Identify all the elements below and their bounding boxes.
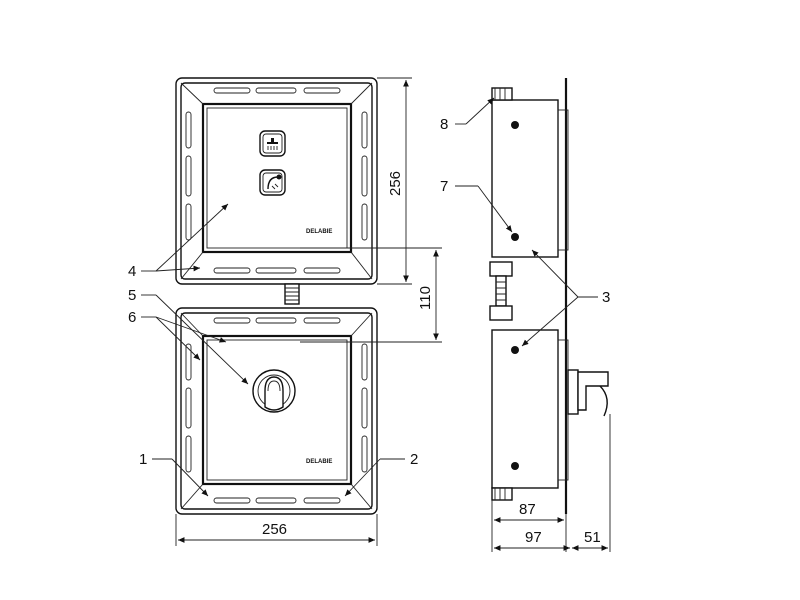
top-frame-slots (185, 87, 368, 274)
callout-3-label: 3 (602, 289, 610, 306)
callout-5-label: 5 (128, 287, 136, 304)
bottom-frame-slots (185, 317, 368, 504)
side-connector (489, 261, 513, 321)
top-front-box: DELABIE (175, 77, 378, 285)
front-connector (284, 283, 300, 305)
brand-logo-text: DELABIE (306, 229, 332, 235)
dimension-depth-87-label: 87 (519, 501, 536, 518)
brand-mark-bottom: DELABIE (306, 459, 332, 465)
brand-logo-text: DELABIE (306, 459, 332, 465)
callout-7: 7 (440, 178, 513, 233)
dimension-depth-97: 97 (494, 529, 570, 551)
callout-4-label: 4 (128, 263, 136, 280)
callout-6: 6 (128, 309, 227, 361)
rotary-handle-icon[interactable] (252, 369, 296, 413)
dimension-gap: 110 (300, 247, 442, 343)
callout-5: 5 (128, 287, 249, 385)
side-handle (567, 369, 609, 417)
callout-6-label: 6 (128, 309, 136, 326)
callout-2-label: 2 (410, 451, 418, 468)
dimension-width: 256 (175, 514, 378, 546)
callout-3: 3 (521, 249, 610, 347)
shower-pictogram-icon[interactable] (259, 130, 286, 157)
dimension-depth-97-label: 97 (525, 529, 542, 546)
callout-4: 4 (128, 203, 229, 280)
callout-2: 2 (344, 451, 418, 497)
callout-8-label: 8 (440, 116, 448, 133)
dimension-handle-51: 51 (572, 414, 611, 552)
dimension-height-label: 256 (387, 171, 404, 196)
callout-7-label: 7 (440, 178, 448, 195)
dimension-gap-label: 110 (417, 286, 434, 310)
bottom-front-box: DELABIE (175, 307, 378, 515)
dimension-handle-51-label: 51 (584, 529, 601, 546)
hand-shower-pictogram-icon[interactable] (259, 169, 286, 196)
dimension-depth-87: 87 (491, 500, 567, 552)
dimension-height-top: 256 (377, 77, 412, 285)
callout-1-label: 1 (139, 451, 147, 468)
callout-1: 1 (139, 451, 209, 497)
brand-mark-top: DELABIE (306, 229, 332, 235)
dimension-width-label: 256 (262, 521, 287, 538)
side-view (489, 78, 609, 514)
callout-8: 8 (440, 97, 495, 133)
